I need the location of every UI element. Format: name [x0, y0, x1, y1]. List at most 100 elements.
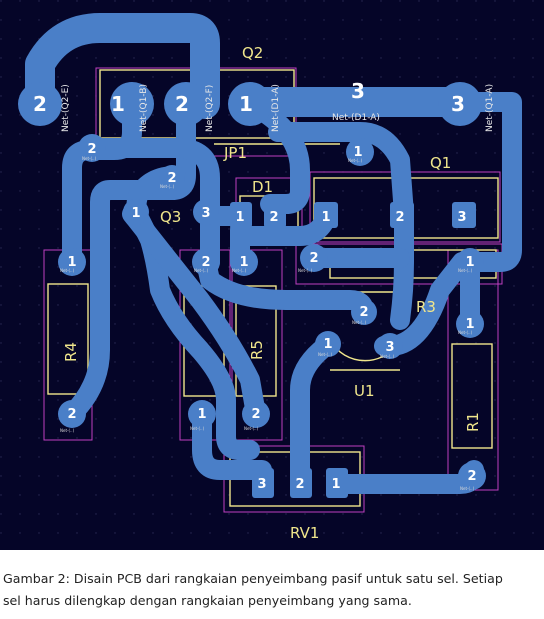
refdes-rv1: RV1 — [290, 524, 319, 542]
refdes-q2: Q2 — [242, 44, 263, 62]
svg-text:3: 3 — [451, 92, 465, 116]
pad-q1-1 — [314, 202, 338, 228]
svg-text:Net-(..): Net-(..) — [60, 268, 75, 273]
pad-r4-2 — [58, 400, 86, 428]
svg-text:1: 1 — [323, 337, 332, 352]
svg-text:1: 1 — [111, 92, 125, 116]
pad-r3-1 — [456, 248, 484, 276]
svg-text:1: 1 — [67, 255, 76, 270]
pad-rv1-1 — [326, 468, 348, 498]
pad-r1-1 — [456, 310, 484, 338]
pad-r3-2 — [300, 244, 328, 272]
svg-text:2: 2 — [175, 92, 189, 116]
pad-d1-a — [228, 82, 272, 126]
pad-r5-2 — [242, 400, 270, 428]
pad-q3-3 — [193, 199, 219, 225]
pad-q3-1 — [123, 199, 149, 225]
svg-text:Net-(..): Net-(..) — [318, 352, 333, 357]
svg-text:2: 2 — [309, 251, 318, 266]
refdes-r1: R1 — [464, 412, 482, 432]
svg-text:2: 2 — [201, 255, 210, 270]
refdes-r3: R3 — [416, 298, 436, 316]
net-q1b-label: Net-(Q1-B) — [139, 84, 149, 132]
caption-line-1: Gambar 2: Disain PCB dari rangkaian peny… — [3, 571, 503, 586]
caption-line-2: sel harus dilengkap dengan rangkaian pen… — [3, 593, 412, 608]
svg-text:Net-(..): Net-(..) — [458, 268, 473, 273]
svg-text:3: 3 — [201, 206, 210, 221]
svg-text:Net-(..): Net-(..) — [352, 320, 367, 325]
svg-text:1: 1 — [239, 255, 248, 270]
svg-text:3: 3 — [385, 340, 394, 355]
pad-q3-2 — [159, 165, 185, 191]
pad-r1-2 — [458, 462, 486, 490]
svg-text:2: 2 — [87, 142, 96, 157]
svg-text:2: 2 — [167, 171, 176, 186]
pad-u1-2 — [351, 299, 377, 325]
pad-jp1-1 — [346, 138, 374, 166]
svg-text:Net-(..): Net-(..) — [380, 354, 395, 359]
pad-q2-f — [164, 82, 208, 126]
svg-text:1: 1 — [239, 92, 253, 116]
svg-text:Net-(..): Net-(..) — [194, 268, 209, 273]
pads — [18, 82, 486, 498]
refdes-d1: D1 — [252, 178, 273, 196]
svg-text:1: 1 — [353, 145, 362, 160]
net-q2e-label: Net-(Q2-E) — [61, 84, 71, 132]
svg-text:2: 2 — [467, 469, 476, 484]
pad-r5a-2 — [192, 248, 220, 276]
net-d1a-center-label: Net-(D1-A) — [332, 113, 380, 123]
svg-text:Net-(..): Net-(..) — [82, 156, 97, 161]
svg-text:1: 1 — [131, 206, 140, 221]
svg-text:Net-(..): Net-(..) — [232, 268, 247, 273]
svg-text:3: 3 — [351, 79, 365, 103]
svg-text:Net-(..): Net-(..) — [160, 184, 175, 189]
svg-text:Net-(..): Net-(..) — [460, 486, 475, 491]
svg-text:1: 1 — [197, 407, 206, 422]
svg-text:2: 2 — [395, 210, 404, 225]
pad-u1-3 — [377, 333, 403, 359]
net-d1a-label: Net-(D1-A) — [271, 84, 281, 132]
svg-text:1: 1 — [235, 210, 244, 225]
svg-text:1: 1 — [465, 317, 474, 332]
pad-r5-1 — [230, 248, 258, 276]
reference-designators: Q2 JP1 Q1 D1 Q3 R4 R5 R3 U1 R1 RV1 — [62, 44, 482, 542]
pad-d1-1 — [230, 202, 252, 228]
svg-text:2: 2 — [295, 477, 304, 492]
pad-u1-1 — [315, 331, 341, 357]
net-q1a-label: Net-(Q1-A) — [485, 84, 495, 132]
svg-text:2: 2 — [251, 407, 260, 422]
pad-q2-e — [18, 82, 62, 126]
svg-text:2: 2 — [33, 92, 47, 116]
pad-rv1-3 — [252, 468, 274, 498]
pad-rv1-2 — [290, 468, 312, 498]
svg-text:1: 1 — [321, 210, 330, 225]
pad-numbers: 2 1 2 1 3 3 2 1 2 1 3 1 2 1 2 3 1 2 2 1 … — [33, 79, 476, 492]
refdes-r5: R5 — [248, 340, 266, 360]
svg-text:3: 3 — [457, 210, 466, 225]
svg-text:Net-(..): Net-(..) — [190, 426, 205, 431]
svg-text:Net-(..): Net-(..) — [298, 268, 313, 273]
pad-r5a-1 — [188, 400, 216, 428]
svg-text:1: 1 — [331, 477, 340, 492]
svg-text:2: 2 — [359, 305, 368, 320]
refdes-q3: Q3 — [160, 208, 181, 226]
pad-q1-2 — [390, 202, 414, 228]
refdes-r4: R4 — [62, 342, 80, 362]
pcb-layout-view: 2 1 2 1 3 3 2 1 2 1 3 1 2 1 2 3 1 2 2 1 … — [0, 0, 544, 550]
net-q2f-label: Net-(Q2-F) — [205, 85, 215, 132]
svg-text:2: 2 — [269, 210, 278, 225]
refdes-q1: Q1 — [430, 154, 451, 172]
pad-jp1-2 — [78, 134, 106, 162]
svg-text:Net-(..): Net-(..) — [60, 428, 75, 433]
figure-caption: Gambar 2: Disain PCB dari rangkaian peny… — [3, 568, 544, 612]
refdes-jp1: JP1 — [223, 144, 247, 162]
svg-text:Net-(..): Net-(..) — [348, 158, 363, 163]
refdes-u1: U1 — [354, 382, 375, 400]
net-labels: Net-(Q2-E) Net-(Q1-B) Net-(Q2-F) Net-(D1… — [60, 84, 495, 491]
pad-d1-2 — [264, 202, 286, 228]
svg-text:1: 1 — [465, 255, 474, 270]
pad-q1-3 — [452, 202, 476, 228]
svg-text:Net-(..): Net-(..) — [244, 426, 259, 431]
pad-r4-1 — [58, 248, 86, 276]
pad-q1-a — [438, 82, 482, 126]
